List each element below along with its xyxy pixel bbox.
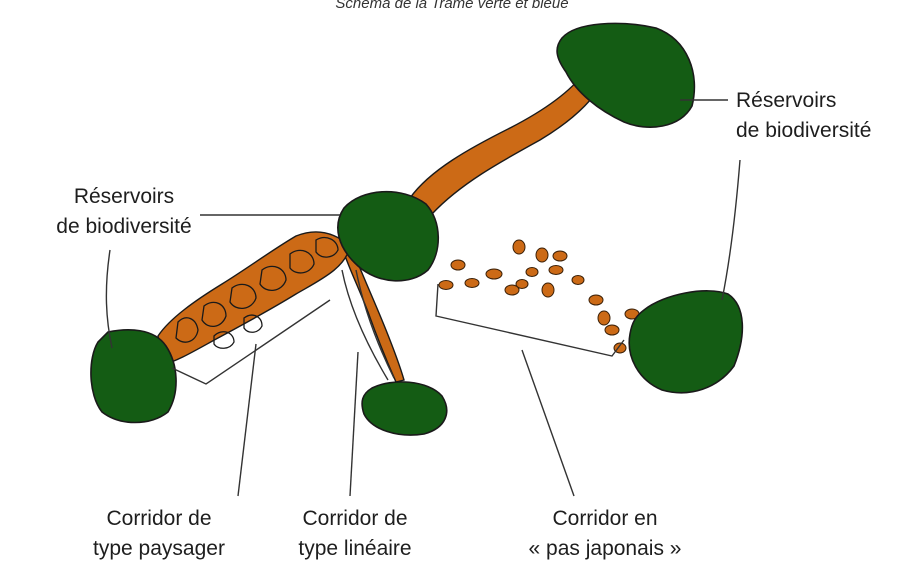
leader-reservoirs-right	[721, 159, 741, 301]
reservoir-top-right	[556, 22, 696, 128]
stone	[515, 279, 529, 289]
reservoir-bottom-center	[361, 381, 448, 436]
reservoir-right	[628, 290, 744, 394]
stone	[597, 310, 611, 326]
stone	[535, 247, 549, 263]
reservoir-left	[90, 329, 177, 424]
leader-lineaire-bracket-2	[355, 269, 395, 379]
reservoir-center	[337, 190, 439, 282]
stone	[438, 280, 454, 290]
stone	[548, 265, 564, 275]
stone	[552, 250, 568, 262]
pas-japonais-stones	[438, 239, 640, 354]
leader-lines	[105, 99, 741, 497]
stone	[604, 324, 620, 336]
stone	[588, 294, 604, 306]
label-corridor-pas-japonais: Corridor en « pas japonais »	[528, 507, 682, 560]
corridor-paysager-patches	[175, 236, 339, 349]
leader-lineaire-bracket	[341, 269, 389, 381]
stone	[525, 267, 539, 277]
stone	[450, 259, 466, 271]
label-corridor-lineaire: Corridor de type linéaire	[298, 507, 412, 560]
stone	[464, 278, 480, 288]
leader-paysager-bracket	[171, 299, 331, 385]
stone	[571, 275, 585, 285]
leader-pas-japonais	[521, 349, 575, 497]
stone	[504, 284, 520, 296]
leader-paysager	[237, 343, 257, 497]
label-corridor-paysager: Corridor de type paysager	[93, 507, 225, 560]
leader-pas-japonais-bracket	[435, 283, 625, 357]
stone	[541, 282, 555, 298]
leader-reservoirs-left-down	[105, 249, 113, 349]
stone	[512, 239, 526, 255]
label-reservoirs-top-right: Réservoirs de biodiversité	[736, 89, 872, 142]
corridor-paysager-shape	[157, 231, 351, 365]
corridor-top	[409, 71, 603, 215]
label-reservoirs-left: Réservoirs de biodiversité	[56, 185, 192, 238]
leader-lineaire	[349, 351, 359, 497]
stone	[485, 268, 503, 280]
diagram-caption: Schéma de la Trame verte et bleue	[335, 0, 569, 12]
